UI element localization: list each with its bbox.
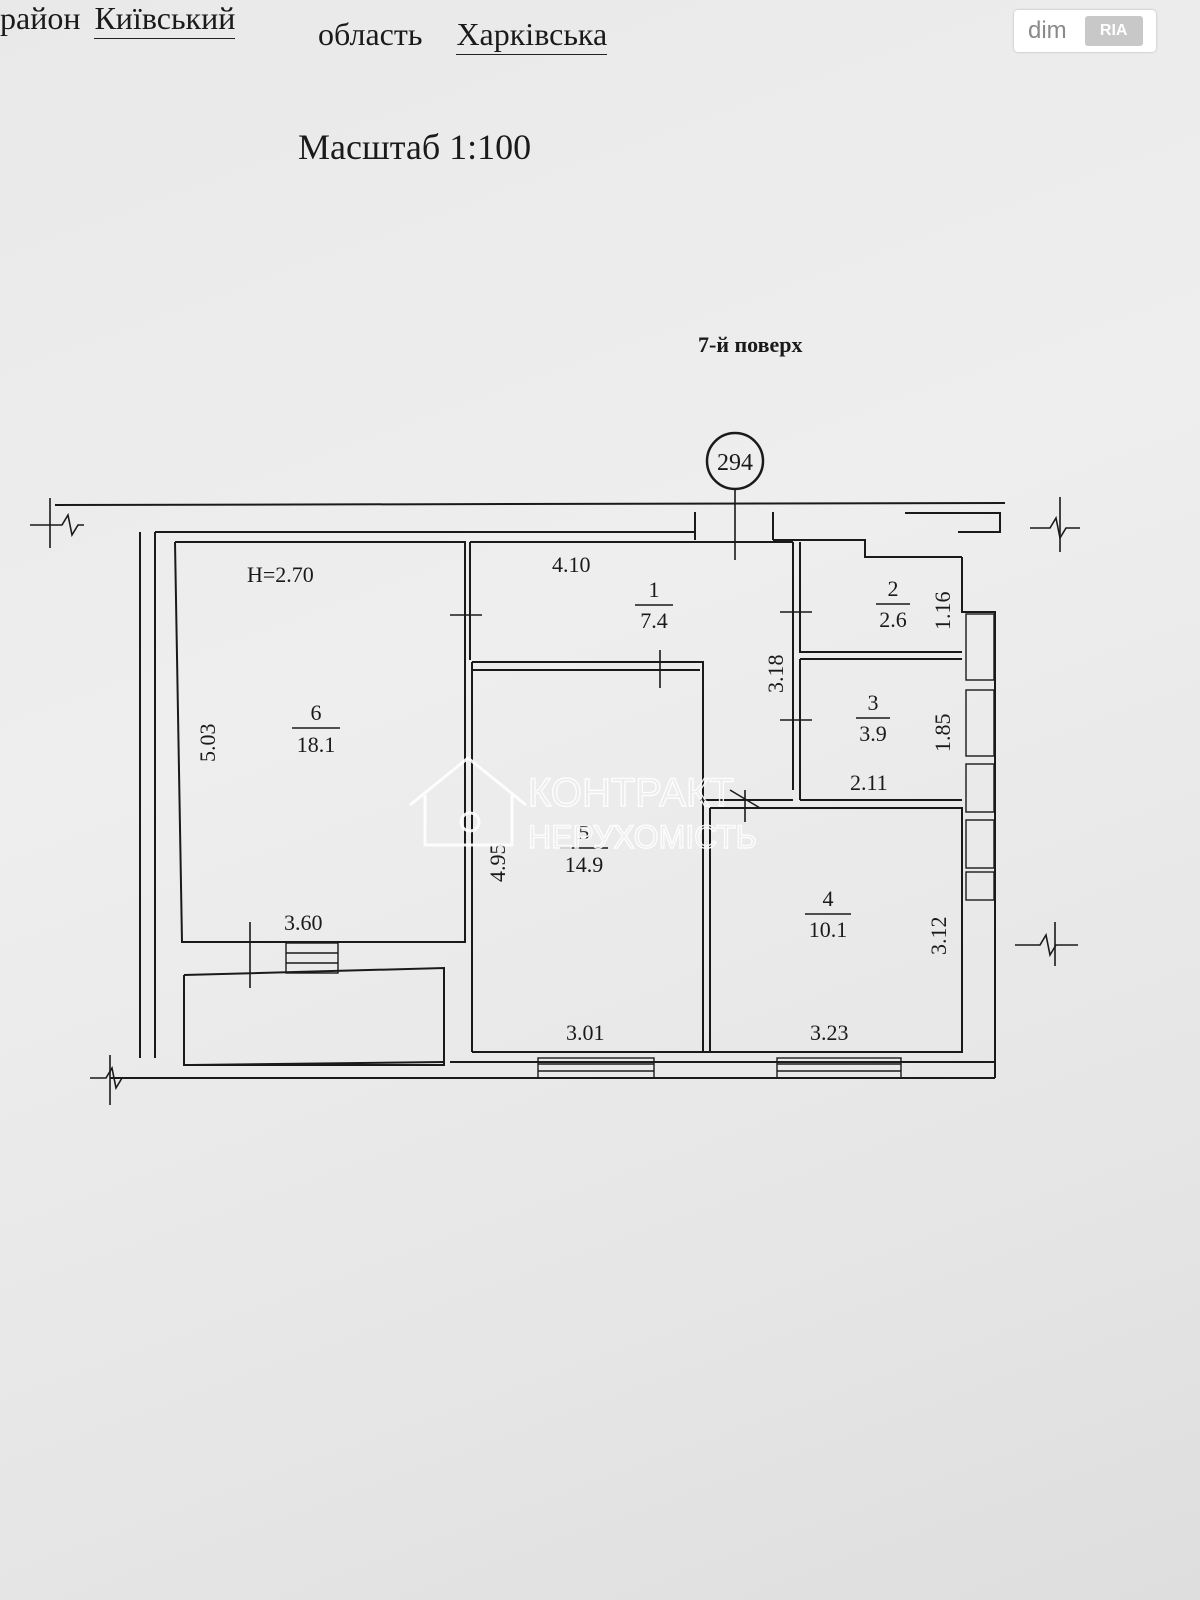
watermark-line2: НЕРУХОМІСТЬ bbox=[528, 819, 757, 855]
dim-room6-width: 3.60 bbox=[284, 910, 323, 935]
dim-room5-depth: 4.95 bbox=[485, 844, 510, 883]
room-1-label: 1 7.4 bbox=[635, 577, 673, 633]
badge-site-label: dim bbox=[1028, 17, 1067, 44]
watermark-line1: КОНТРАКТ bbox=[528, 771, 734, 815]
room-5-label: 5 14.9 bbox=[560, 820, 608, 877]
room-4-label: 4 10.1 bbox=[805, 886, 851, 942]
room-3-label: 3 3.9 bbox=[856, 690, 890, 746]
svg-text:1: 1 bbox=[649, 577, 660, 602]
agency-watermark: КОНТРАКТ НЕРУХОМІСТЬ bbox=[409, 756, 757, 856]
district-header: район Київський bbox=[0, 0, 236, 39]
dim-room5-width: 3.01 bbox=[566, 1020, 605, 1045]
svg-text:6: 6 bbox=[311, 700, 322, 725]
dim-room4-width: 3.23 bbox=[810, 1020, 849, 1045]
door-marks bbox=[249, 605, 812, 988]
building-number: 294 bbox=[717, 450, 753, 476]
district-value: Київський bbox=[94, 0, 236, 39]
region-value: Харківська bbox=[456, 16, 608, 55]
dim-ria-badge[interactable]: dim RIA bbox=[1014, 10, 1156, 52]
dim-room3-width: 2.11 bbox=[850, 770, 888, 795]
dim-room1-width: 4.10 bbox=[552, 552, 591, 577]
building-number-marker: 294 bbox=[705, 431, 765, 560]
svg-text:4: 4 bbox=[823, 886, 834, 911]
region-label: область bbox=[318, 16, 423, 52]
ceiling-height: H=2.70 bbox=[247, 562, 314, 587]
dim-room6-depth: 5.03 bbox=[195, 724, 220, 763]
region-header: область Харківська bbox=[318, 16, 608, 55]
room-6-label: 6 18.1 bbox=[292, 700, 340, 757]
svg-text:14.9: 14.9 bbox=[565, 852, 604, 877]
house-logo-icon bbox=[409, 756, 527, 847]
dim-room4-depth: 3.12 bbox=[926, 917, 951, 956]
dim-room1-depth: 3.18 bbox=[763, 655, 788, 694]
svg-text:2: 2 bbox=[888, 576, 899, 601]
floor-label: 7-й поверх bbox=[698, 332, 803, 357]
svg-text:18.1: 18.1 bbox=[297, 732, 336, 757]
svg-text:2.6: 2.6 bbox=[879, 607, 907, 632]
svg-text:5: 5 bbox=[579, 820, 590, 845]
svg-text:3: 3 bbox=[868, 690, 879, 715]
svg-text:3.9: 3.9 bbox=[859, 721, 887, 746]
dim-room2-depth: 1.16 bbox=[930, 592, 955, 631]
scale-title: Масштаб 1:100 bbox=[298, 127, 532, 167]
window-symbols bbox=[285, 613, 995, 1079]
svg-text:10.1: 10.1 bbox=[809, 917, 848, 942]
room-2-label: 2 2.6 bbox=[876, 576, 910, 632]
dim-room3-depth: 1.85 bbox=[930, 714, 955, 753]
district-label: район bbox=[0, 0, 81, 36]
break-markers bbox=[30, 497, 1080, 1105]
ria-logo-icon: RIA bbox=[1084, 16, 1143, 46]
svg-text:7.4: 7.4 bbox=[640, 608, 668, 633]
